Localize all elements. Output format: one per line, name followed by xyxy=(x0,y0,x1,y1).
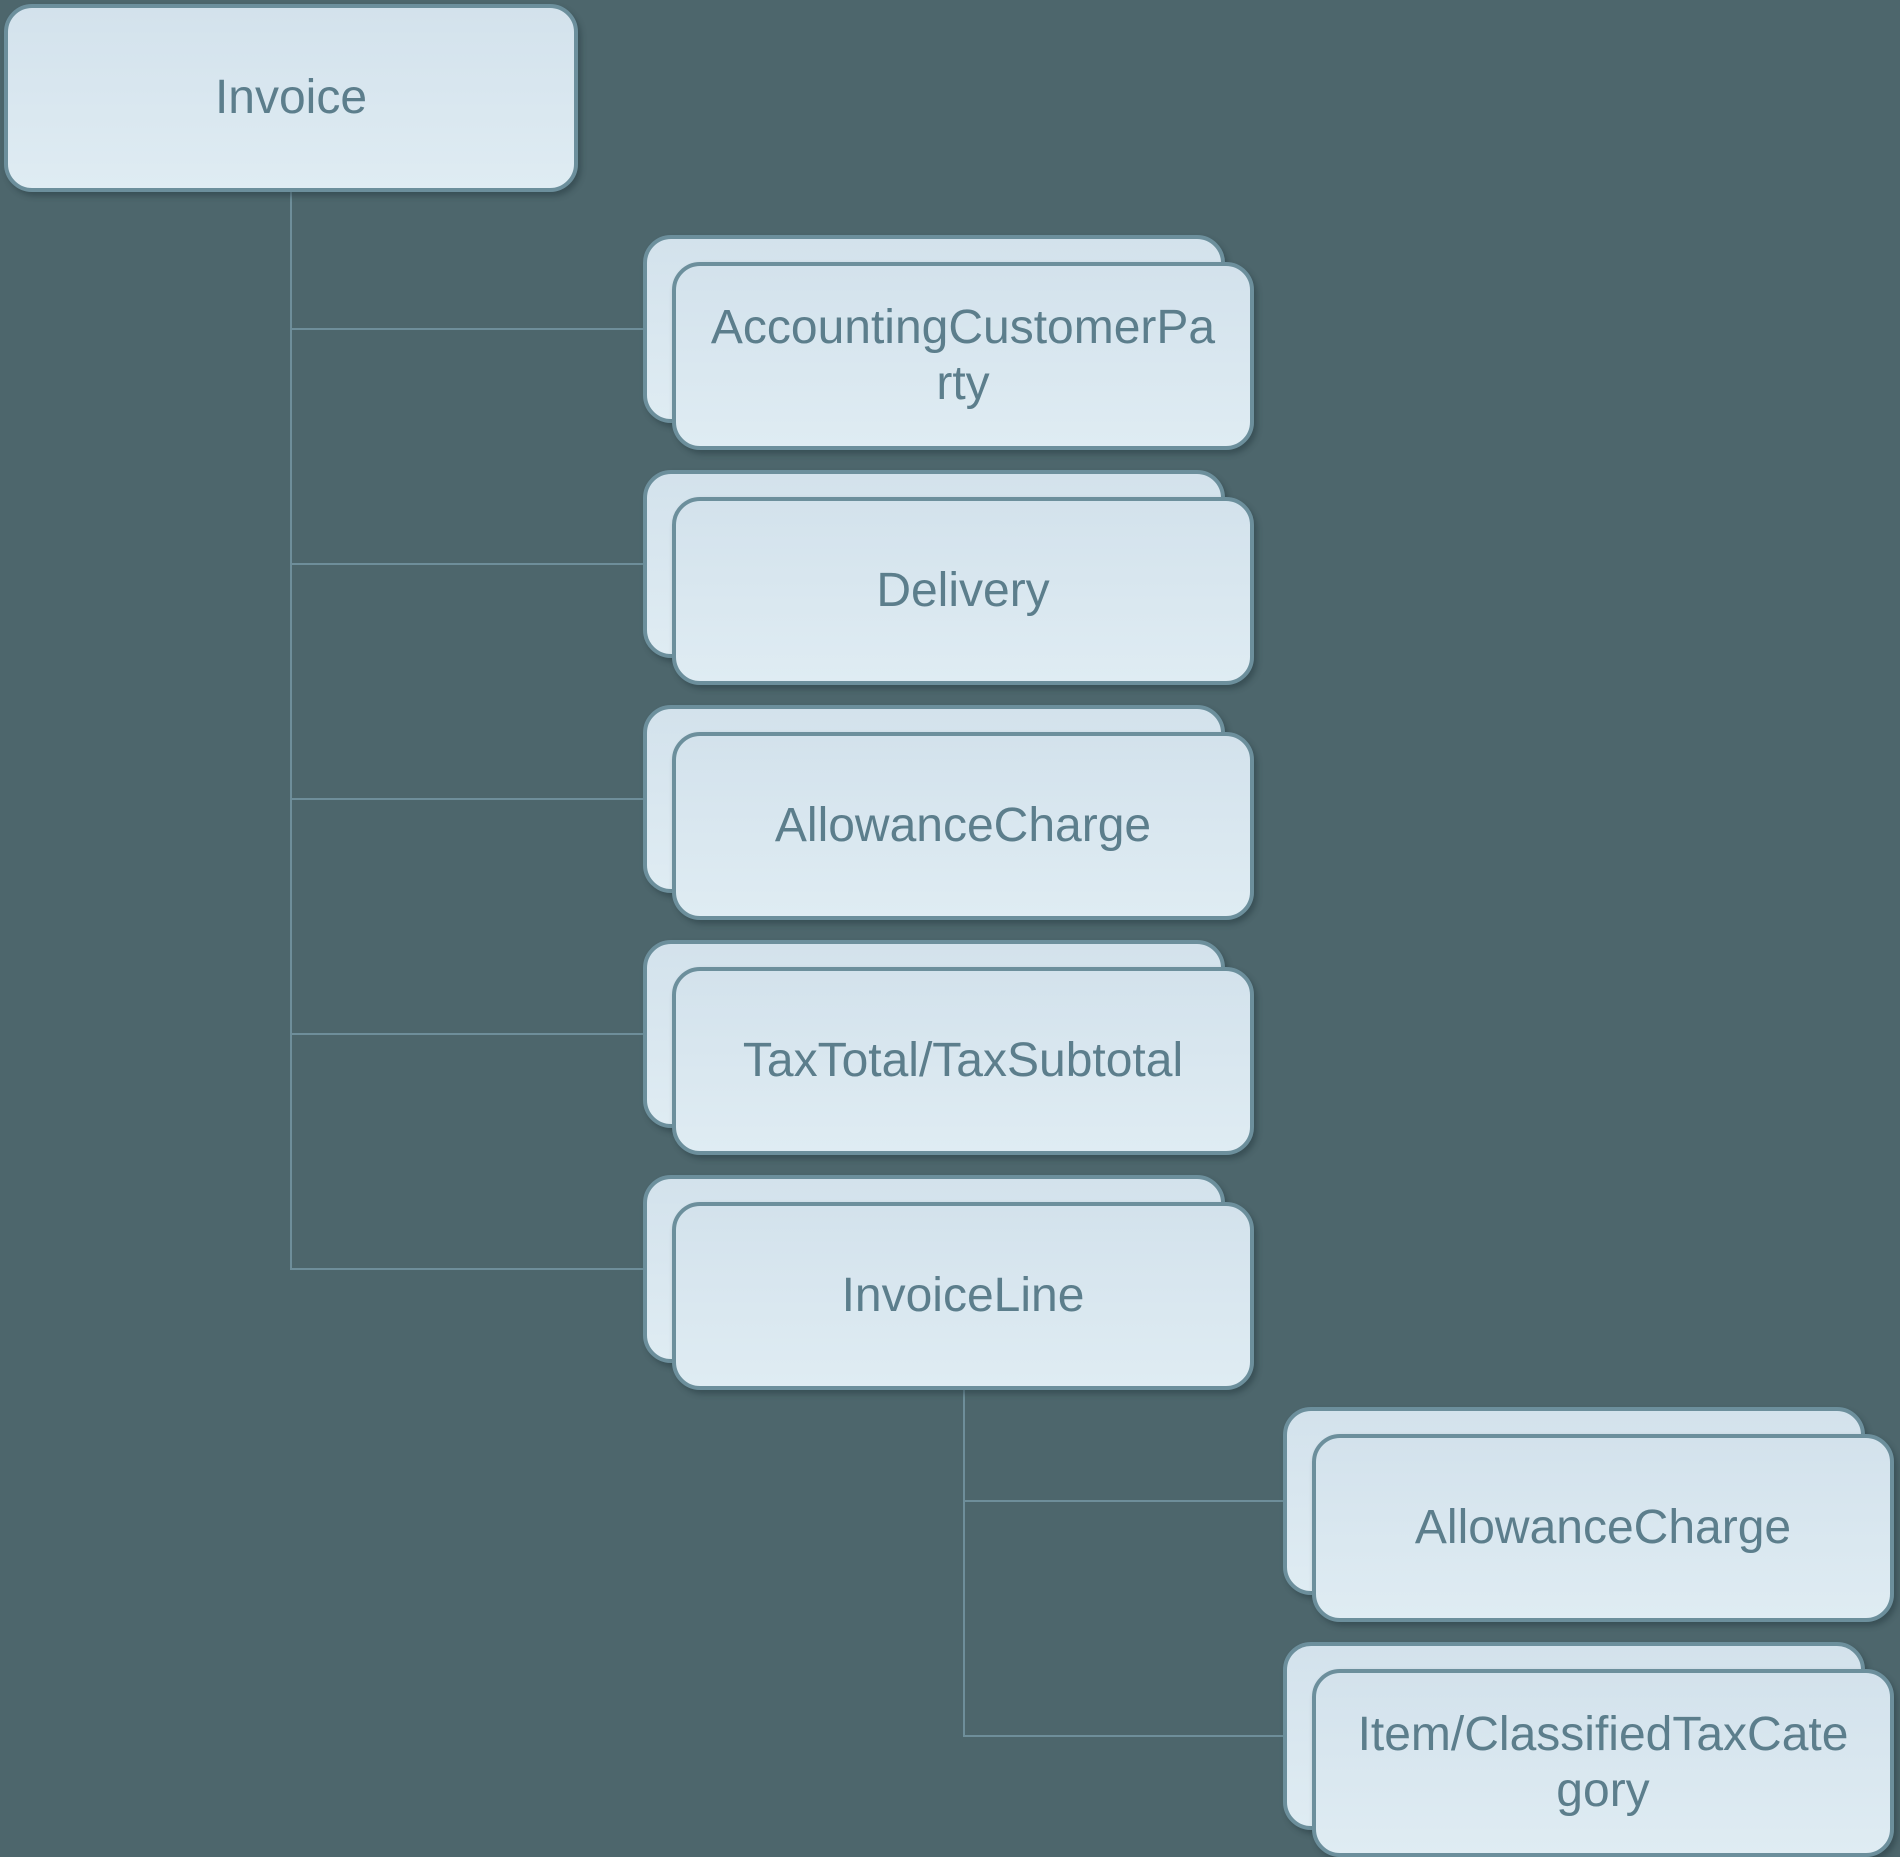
connector-branch-allowancecharge xyxy=(291,798,643,800)
node-item-classifiedtaxcategory[interactable]: Item/ClassifiedTaxCate gory xyxy=(1312,1669,1894,1857)
node-allowancecharge[interactable]: AllowanceCharge xyxy=(672,732,1254,920)
connector-branch-item-classifiedtaxcategory xyxy=(964,1735,1284,1737)
connector-branch-delivery xyxy=(291,563,643,565)
node-line-allowancecharge-label: AllowanceCharge xyxy=(1414,1501,1792,1554)
node-item-classifiedtaxcategory-label: Item/ClassifiedTaxCate gory xyxy=(1357,1708,1849,1817)
node-taxtotal-taxsubtotal[interactable]: TaxTotal/TaxSubtotal xyxy=(672,967,1254,1155)
node-accountingcustomerparty-label: AccountingCustomerPa rty xyxy=(710,301,1216,410)
node-delivery-label: Delivery xyxy=(876,564,1050,617)
node-line-allowancecharge[interactable]: AllowanceCharge xyxy=(1312,1434,1894,1622)
connector-branch-taxtotal xyxy=(291,1033,643,1035)
connector-branch-line-allowancecharge xyxy=(964,1500,1284,1502)
connector-root-trunk xyxy=(290,192,292,1270)
connector-branch-accountingcustomerparty xyxy=(291,328,643,330)
node-taxtotal-taxsubtotal-label: TaxTotal/TaxSubtotal xyxy=(742,1034,1184,1087)
node-invoice[interactable]: Invoice xyxy=(4,4,578,192)
connector-invoiceline-trunk xyxy=(963,1390,965,1737)
node-accountingcustomerparty[interactable]: AccountingCustomerPa rty xyxy=(672,262,1254,450)
node-invoice-label: Invoice xyxy=(214,71,368,124)
node-allowancecharge-label: AllowanceCharge xyxy=(774,799,1152,852)
node-invoiceline[interactable]: InvoiceLine xyxy=(672,1202,1254,1390)
connector-branch-invoiceline xyxy=(291,1268,643,1270)
node-invoiceline-label: InvoiceLine xyxy=(841,1269,1085,1322)
node-delivery[interactable]: Delivery xyxy=(672,497,1254,685)
